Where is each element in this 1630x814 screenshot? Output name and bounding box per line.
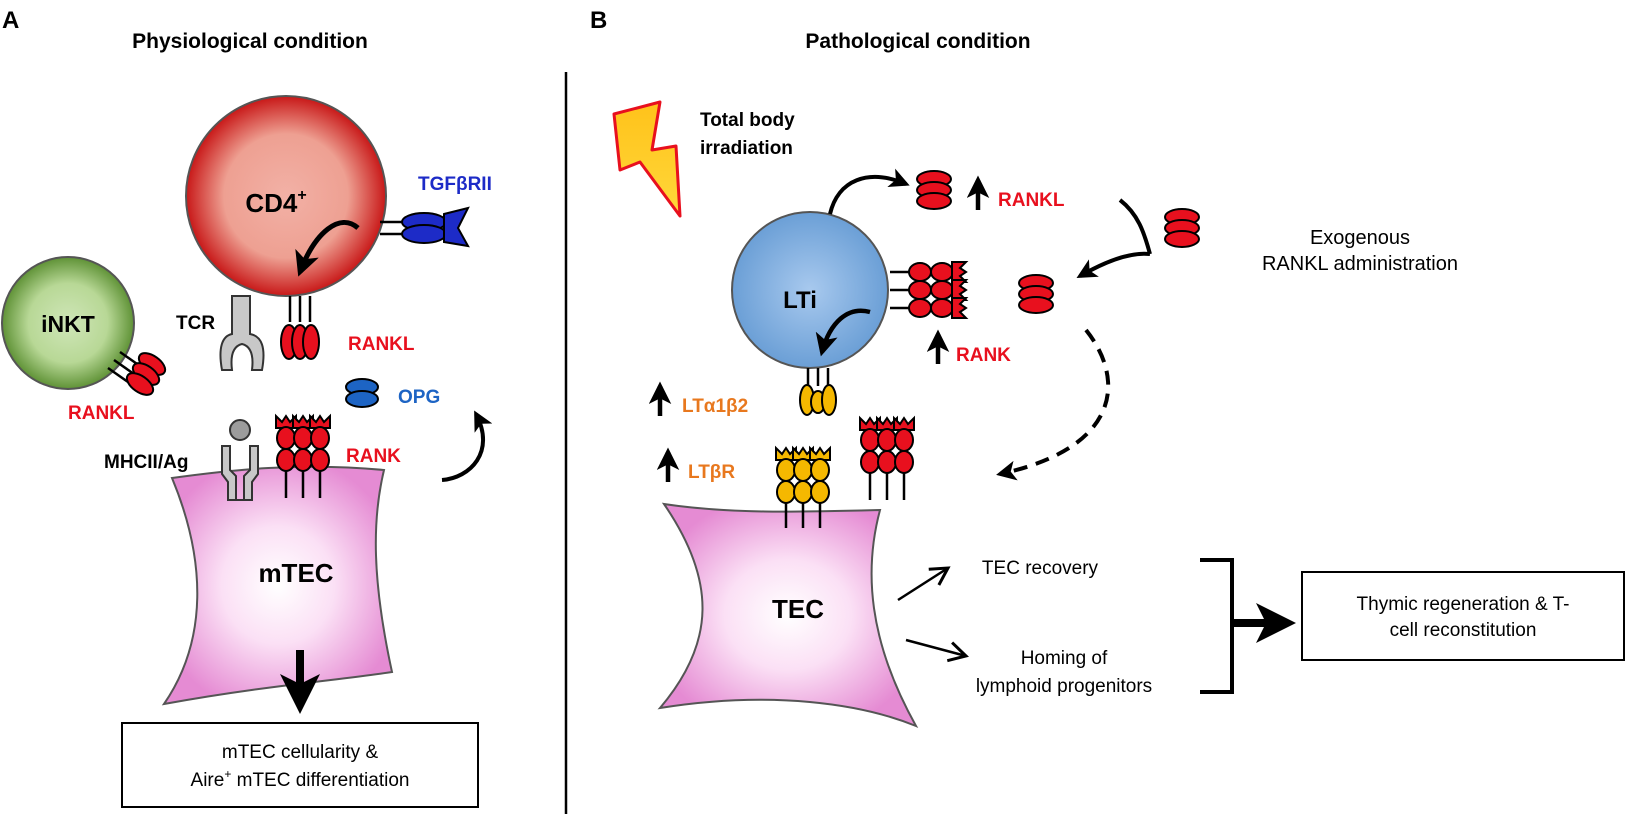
rankl-cd4-label: RANKL <box>348 334 415 355</box>
lta1b2-ligand <box>799 368 837 416</box>
tcr-receptor <box>219 295 265 371</box>
tgfbrii-receptor <box>380 206 470 248</box>
cd4-cell: CD4+ <box>185 95 387 297</box>
cd4-internal-arrow <box>295 220 360 277</box>
mhcii-ag <box>221 419 259 501</box>
effects-bracket <box>1200 558 1234 694</box>
panel-a: A Physiological condition CD4+ TGFβRII T… <box>1 7 493 808</box>
exogenous-line1: Exogenous <box>1310 227 1410 249</box>
outcome-b-line2: cell reconstitution <box>1390 620 1537 641</box>
lti-label: LTi <box>783 287 817 314</box>
outcome-box-b: Thymic regeneration & T- cell reconstitu… <box>1301 571 1625 661</box>
homing-line2: lymphoid progenitors <box>976 676 1152 697</box>
lightning-bolt-icon <box>612 100 682 218</box>
outcome-a-line1: mTEC cellularity & <box>222 742 379 763</box>
mtec-label: mTEC <box>258 558 333 588</box>
exogenous-arrow <box>1080 198 1152 276</box>
rank-b-label: RANK <box>956 345 1011 366</box>
opg-molecule <box>345 378 379 408</box>
outcome-a-line2: Aire+ mTEC differentiation <box>191 767 410 791</box>
rank-on-tec <box>858 416 916 502</box>
homing-line1: Homing of <box>1021 648 1108 669</box>
mtec-cell: mTEC <box>161 465 394 706</box>
inkt-label: iNKT <box>41 311 95 337</box>
homing-arrow <box>905 638 969 663</box>
dashed-arrow <box>996 328 1111 481</box>
rankl-b-label: RANKL <box>998 190 1065 211</box>
tec-label: TEC <box>772 594 824 624</box>
lta1b2-label: LTα1β2 <box>682 396 748 417</box>
rank-mtec-label: RANK <box>346 446 401 467</box>
panel-a-letter: A <box>2 7 19 34</box>
opg-arrow <box>441 410 493 482</box>
cd4-label: CD4+ <box>245 187 306 218</box>
tgfbrii-label: TGFβRII <box>418 174 492 195</box>
panel-a-title: Physiological condition <box>132 30 368 53</box>
ltbr-label: LTβR <box>688 462 735 483</box>
irradiation-line2: irradiation <box>700 138 793 159</box>
tec-recovery-label: TEC recovery <box>982 558 1099 579</box>
inkt-cell: iNKT <box>1 256 167 396</box>
mhcii-label: MHCII/Ag <box>104 452 188 473</box>
tec-cell: TEC <box>657 502 919 728</box>
rankl-inkt-label: RANKL <box>68 403 135 424</box>
opg-label: OPG <box>398 387 440 408</box>
outcome-b-line1: Thymic regeneration & T- <box>1357 594 1570 615</box>
rankl-free <box>1018 274 1054 314</box>
rankl-exogenous <box>1164 208 1200 248</box>
panel-b: B Pathological condition Total body irra… <box>590 7 1625 728</box>
tcr-label: TCR <box>176 313 215 334</box>
rankl-on-cd4 <box>280 296 320 360</box>
tec-recovery-arrow <box>897 566 951 602</box>
lti-to-rankl-arrow <box>828 168 910 215</box>
panel-b-title: Pathological condition <box>805 30 1030 53</box>
outcome-box-a: mTEC cellularity & Aire+ mTEC differenti… <box>121 722 479 808</box>
irradiation-line1: Total body <box>700 110 795 131</box>
rank-on-lti <box>888 260 968 320</box>
lti-internal-arrow <box>815 308 871 357</box>
panel-b-letter: B <box>590 7 607 34</box>
lti-cell: LTi <box>731 211 889 369</box>
rankl-released <box>916 170 952 210</box>
exogenous-line2: RANKL administration <box>1262 253 1458 275</box>
